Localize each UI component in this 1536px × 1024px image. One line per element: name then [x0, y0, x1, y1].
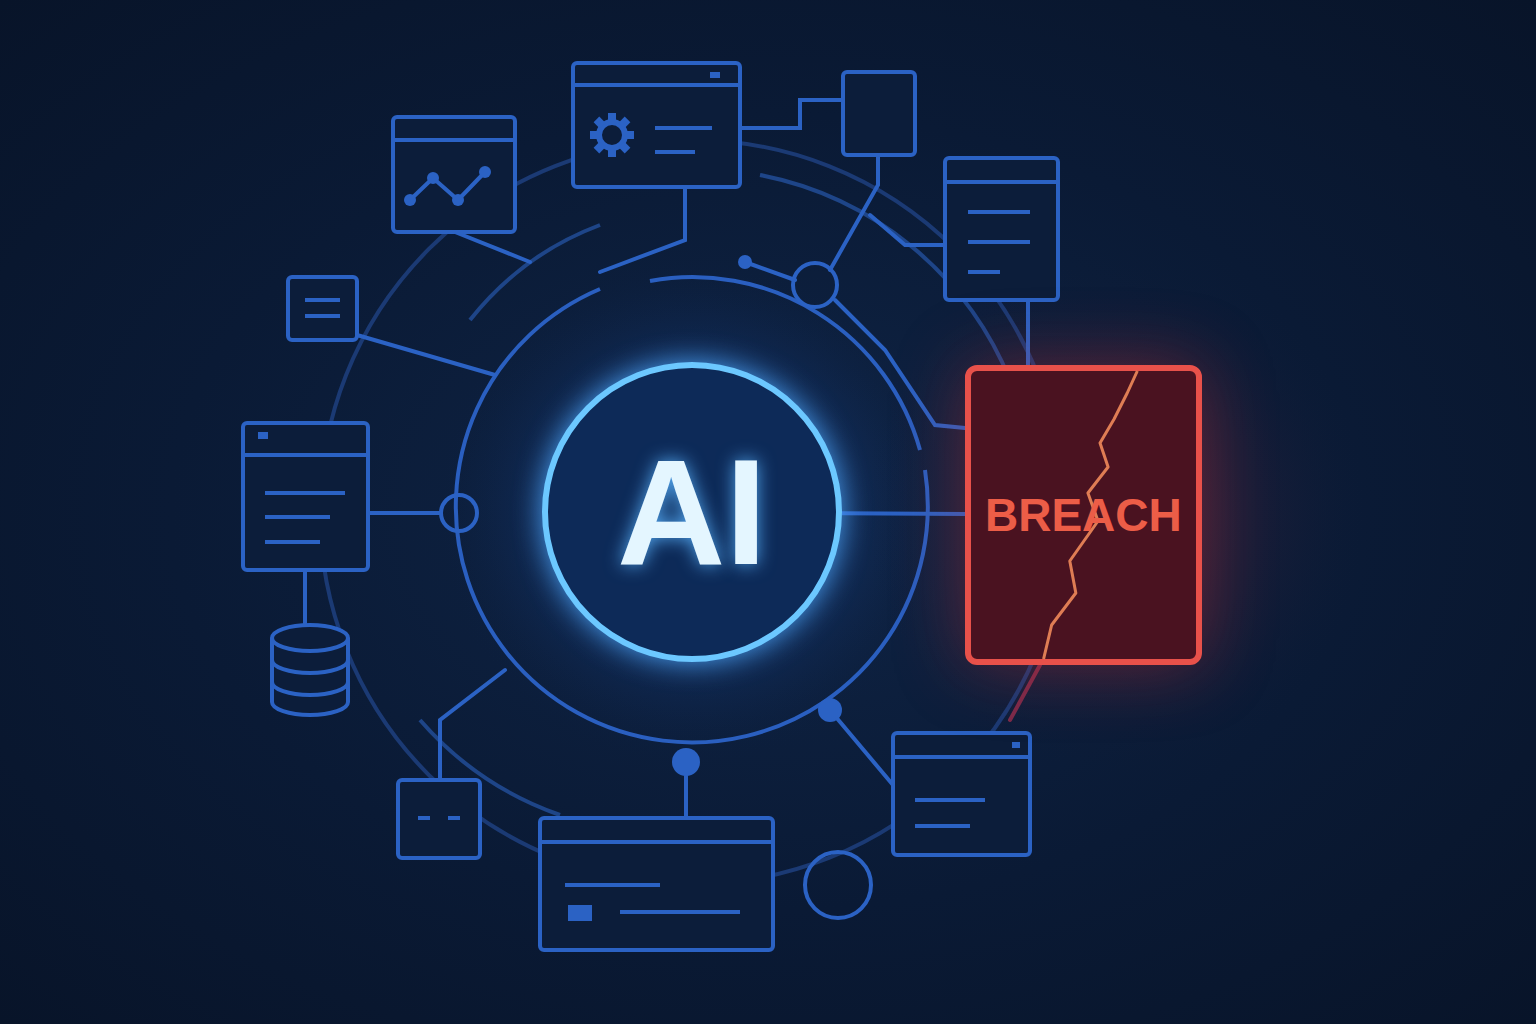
ai-core-circle: AI	[542, 362, 842, 662]
breach-box: BREACH	[965, 365, 1202, 665]
ai-ring-circle	[545, 365, 839, 659]
icon-details	[258, 72, 1020, 921]
wires	[305, 100, 1058, 818]
inner-ring	[456, 277, 928, 742]
alert-label: BREACH	[985, 492, 1182, 538]
core-label: AI	[617, 437, 767, 587]
icon-boxes	[243, 63, 1058, 950]
outer-rings	[320, 140, 1064, 884]
link-line	[842, 511, 965, 516]
gear-icon	[590, 113, 634, 157]
